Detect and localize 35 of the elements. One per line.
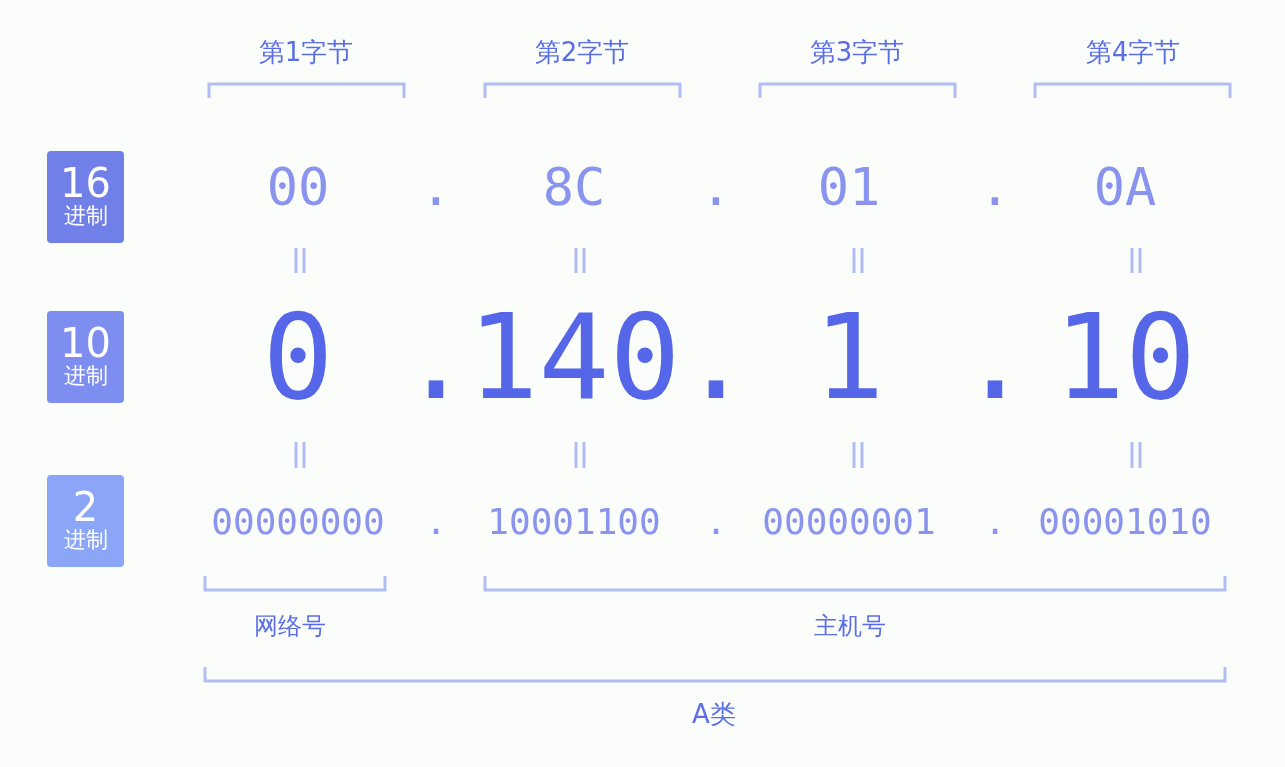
separator-dot: . [979,161,1011,213]
base-label: 进制 [62,529,109,551]
byte-heading: 第1字节 [258,39,354,65]
separator-dot: . [420,161,452,213]
separator-dot: . [680,298,752,416]
base-number: 16 [59,163,112,203]
decimal-value: 10 [1053,298,1197,416]
separator-dot: . [959,298,1031,416]
number-base-badge [47,311,124,403]
binary-value: 10001100 [487,504,661,540]
hex-value: 00 [266,161,330,213]
base-number: 10 [59,323,112,363]
number-base-badge [47,475,124,567]
binary-value: 00001010 [1038,504,1212,540]
bracket-caption: A类 [692,701,736,727]
bracket-caption: 网络号 [254,614,326,638]
hex-value: 8C [542,161,606,213]
binary-value: 00000000 [211,504,385,540]
decimal-value: 1 [813,298,885,416]
separator-dot: . [425,504,447,540]
number-base-badge [47,151,124,243]
binary-value: 00000001 [762,504,936,540]
decimal-value: 0 [262,298,334,416]
separator-dot: . [700,161,732,213]
byte-heading: 第2字节 [534,39,630,65]
byte-heading: 第4字节 [1085,39,1181,65]
hex-value: 0A [1093,161,1157,213]
separator-dot: . [984,504,1006,540]
base-label: 进制 [62,205,109,227]
bracket-caption: 主机号 [814,614,886,638]
base-number: 2 [72,487,99,527]
base-label: 进制 [62,365,109,387]
byte-heading: 第3字节 [809,39,905,65]
hex-value: 01 [817,161,881,213]
separator-dot: . [705,504,727,540]
